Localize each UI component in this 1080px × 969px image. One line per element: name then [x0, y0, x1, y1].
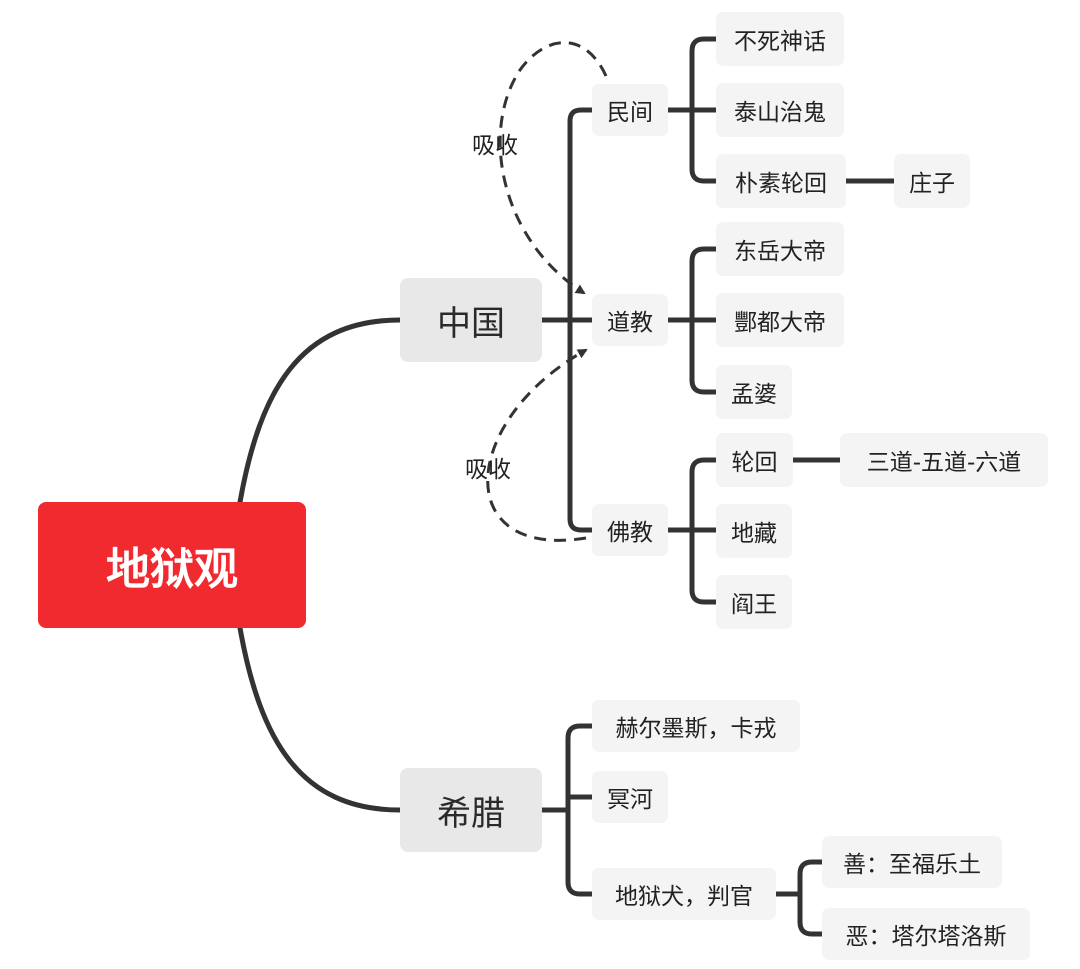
node-tartarus-label: 恶：塔尔塔洛斯 [845, 924, 1007, 950]
node-folk-label: 民间 [607, 100, 653, 126]
node-taoism[interactable]: 道教 [592, 294, 668, 346]
node-hound-judge-label: 地狱犬，判官 [615, 884, 753, 910]
node-buddhism[interactable]: 佛教 [592, 504, 668, 556]
node-lunhui[interactable]: 轮回 [716, 433, 793, 487]
root-label: 地狱观 [106, 544, 238, 595]
node-dongyue[interactable]: 东岳大帝 [716, 222, 844, 276]
node-greece-label: 希腊 [437, 793, 505, 834]
node-taishan-ghost[interactable]: 泰山治鬼 [716, 83, 844, 137]
node-dizang-label: 地藏 [731, 521, 777, 547]
node-simple-rebirth[interactable]: 朴素轮回 [716, 154, 846, 208]
absorb-arrow-buddhism [486, 348, 588, 542]
node-mengpo[interactable]: 孟婆 [716, 365, 792, 419]
node-hound-judge[interactable]: 地狱犬，判官 [592, 868, 776, 920]
node-three-five-six-paths-label: 三道-五道-六道 [866, 450, 1022, 476]
node-dongyue-label: 东岳大帝 [734, 239, 826, 265]
absorb-arrow-folk [498, 41, 608, 295]
node-folk[interactable]: 民间 [592, 84, 668, 136]
node-immortality-myth[interactable]: 不死神话 [716, 12, 844, 66]
node-taoism-label: 道教 [607, 310, 653, 336]
node-china-label: 中国 [437, 303, 505, 344]
edge-root-greece [237, 625, 403, 813]
node-greece[interactable]: 希腊 [400, 768, 542, 852]
node-tartarus[interactable]: 恶：塔尔塔洛斯 [822, 908, 1030, 960]
node-hermes-charon-label: 赫尔墨斯，卡戎 [615, 716, 777, 742]
edge-root-china [237, 317, 403, 505]
node-immortality-myth-label: 不死神话 [734, 29, 826, 55]
node-styx[interactable]: 冥河 [592, 771, 668, 823]
node-hermes-charon[interactable]: 赫尔墨斯，卡戎 [592, 700, 800, 752]
node-dizang[interactable]: 地藏 [716, 504, 792, 558]
absorb-label-lower: 吸收 [465, 457, 511, 483]
node-zhuangzi-label: 庄子 [909, 171, 955, 197]
node-elysium-label: 善：至福乐土 [843, 852, 981, 878]
node-three-five-six-paths[interactable]: 三道-五道-六道 [840, 433, 1048, 487]
node-elysium[interactable]: 善：至福乐土 [822, 836, 1002, 888]
node-china[interactable]: 中国 [400, 278, 542, 362]
node-buddhism-label: 佛教 [607, 520, 653, 546]
node-fengdu[interactable]: 酆都大帝 [716, 293, 844, 347]
node-simple-rebirth-label: 朴素轮回 [735, 171, 827, 197]
node-zhuangzi[interactable]: 庄子 [894, 154, 970, 208]
root-node[interactable]: 地狱观 [38, 502, 306, 628]
node-yanwang-label: 阎王 [731, 592, 777, 618]
node-yanwang[interactable]: 阎王 [716, 575, 792, 629]
edge-hound-trunk [797, 859, 825, 937]
absorb-label-upper: 吸收 [472, 133, 518, 159]
node-fengdu-label: 酆都大帝 [734, 310, 826, 336]
edge-greece-trunk [565, 723, 595, 897]
node-styx-label: 冥河 [607, 787, 653, 813]
node-lunhui-label: 轮回 [731, 450, 778, 476]
node-taishan-ghost-label: 泰山治鬼 [734, 100, 826, 126]
node-mengpo-label: 孟婆 [731, 382, 777, 408]
